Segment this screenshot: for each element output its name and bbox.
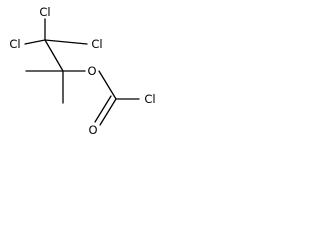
atom-label-cl-top: Cl	[39, 5, 50, 19]
atom-label-cl-acyl: Cl	[144, 92, 155, 106]
bond-o-c3	[98, 70, 117, 100]
atom-label-cl-left: Cl	[9, 37, 20, 51]
bond-c1-c2	[44, 39, 64, 72]
bond-c1-cl-right	[44, 39, 88, 45]
bond-c3-o-double-b	[94, 95, 112, 123]
atom-label-o-ester: O	[87, 64, 96, 78]
bond-c3-o-double-a	[99, 98, 117, 126]
bond-c1-cl-left	[24, 39, 46, 45]
atom-label-o-carbonyl: O	[88, 123, 97, 137]
chemical-structure-diagram: Cl Cl Cl O Cl O	[9, 5, 155, 137]
atom-label-cl-right: Cl	[91, 37, 102, 51]
